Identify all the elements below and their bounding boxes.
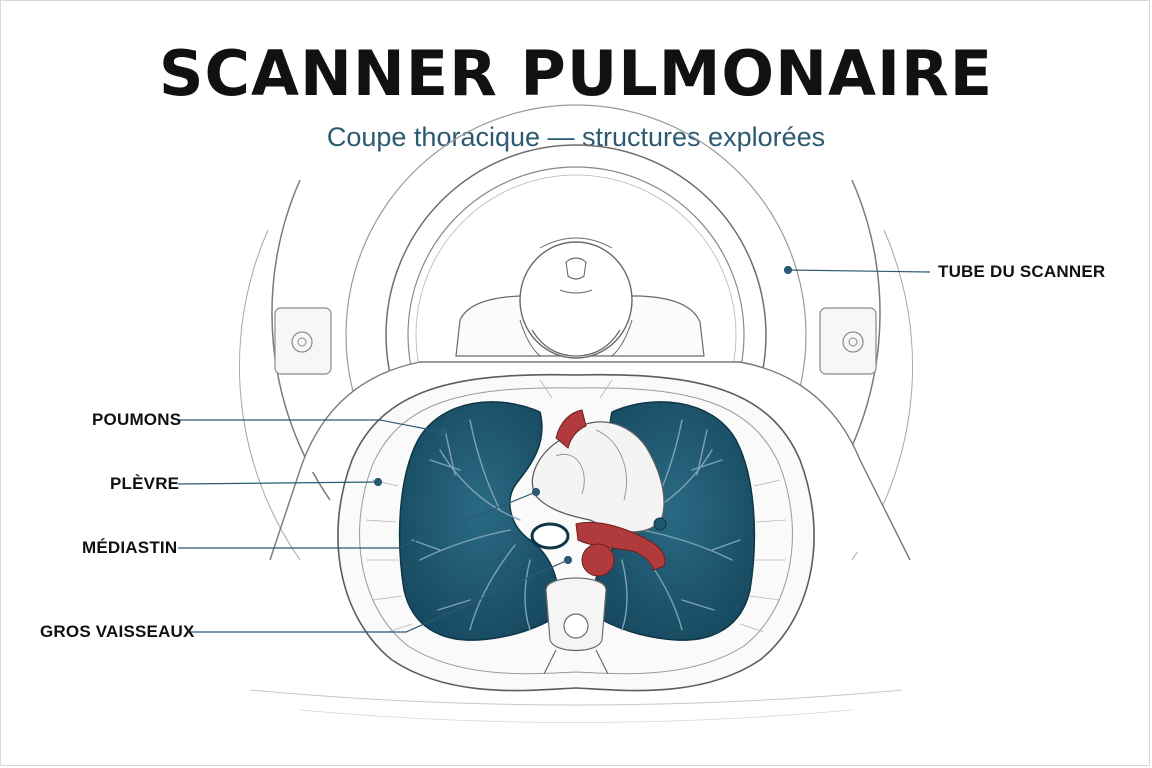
aorta-arch <box>555 409 587 449</box>
leader-tube <box>787 269 931 273</box>
label-gros-vaisseaux: GROS VAISSEAUX <box>40 622 195 641</box>
leader-lines <box>177 265 931 633</box>
label-mediastin: MÉDIASTIN <box>82 538 178 557</box>
leader-mediastin <box>178 491 537 549</box>
pulmonary-vein <box>653 517 667 531</box>
gantry-right-panel <box>819 307 877 375</box>
lung-left <box>398 401 561 641</box>
label-poumons: POUMONS <box>92 410 182 429</box>
patient-head <box>455 237 705 359</box>
descending-aorta <box>581 543 615 577</box>
leader-vaisseaux <box>190 559 569 633</box>
trachea <box>530 522 570 550</box>
diagram-subtitle: Coupe thoracique — structures explorées <box>326 122 826 152</box>
label-plevre: PLÈVRE <box>110 474 180 493</box>
leader-poumons <box>178 419 443 433</box>
leader-plevre <box>177 481 379 485</box>
great-vessels <box>530 409 667 577</box>
label-tube-du-scanner: TUBE DU SCANNER <box>938 262 1106 281</box>
spine <box>543 577 609 675</box>
gantry-left-panel <box>274 307 332 375</box>
diagram-title: SCANNER PULMONAIRE <box>158 37 994 110</box>
